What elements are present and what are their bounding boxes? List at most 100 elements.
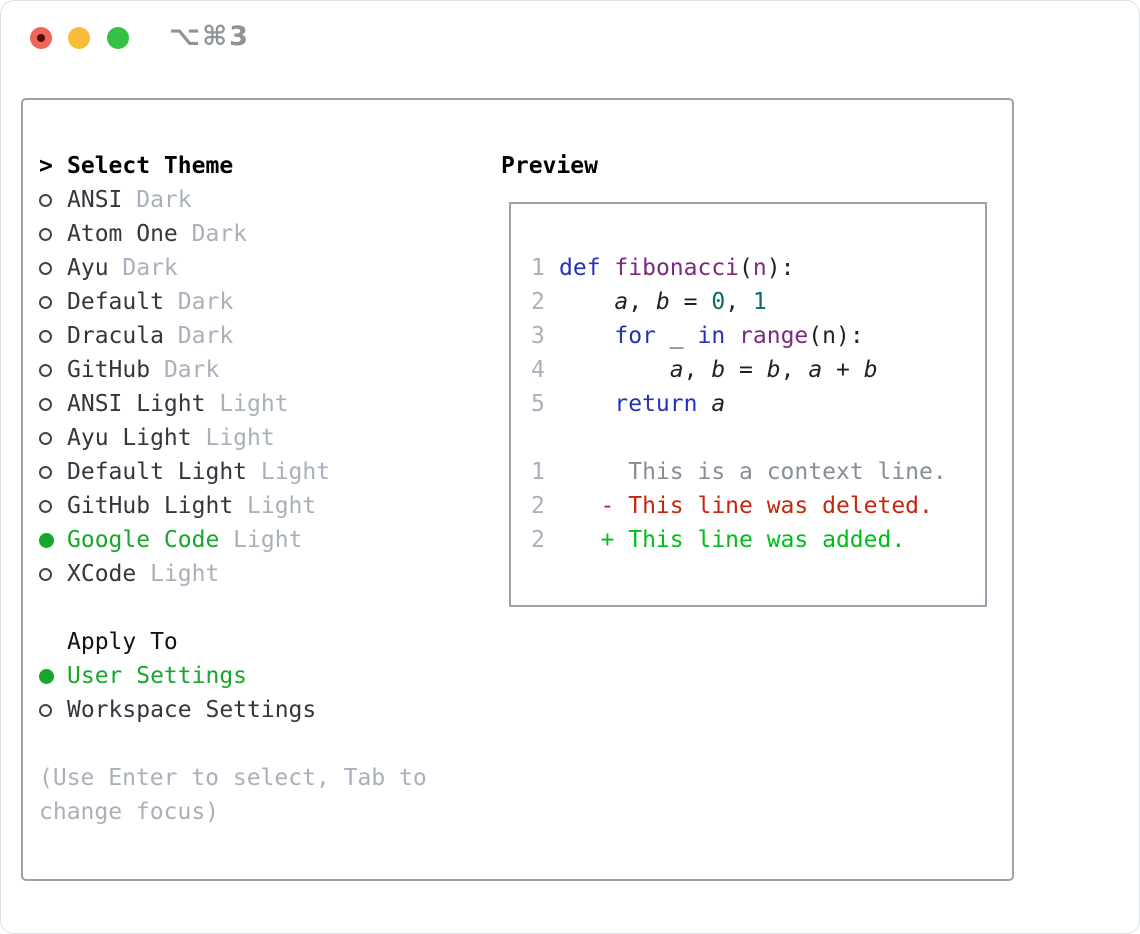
spacer (39, 591, 427, 625)
option-variant-label: Dark (163, 323, 234, 349)
preview-title: Preview (501, 153, 598, 179)
apply-to-option[interactable]: User Settings (39, 659, 427, 693)
option-label: Default (67, 289, 164, 315)
token-pl: = (725, 357, 767, 383)
line-number: 2 (531, 527, 545, 553)
minimize-button-icon[interactable] (68, 27, 90, 49)
option-label: ANSI (67, 187, 123, 213)
theme-option[interactable]: GitHub Light Light (39, 489, 427, 523)
token-pl: , (683, 357, 712, 383)
theme-option[interactable]: Ayu Dark (39, 251, 427, 285)
apply-to-title: Apply To (67, 629, 178, 655)
code-line: 2 a, b = 0, 1 (531, 285, 985, 319)
radio-unselected-icon (39, 193, 52, 207)
theme-option[interactable]: GitHub Dark (39, 353, 427, 387)
diff-line: 2 + This line was added. (531, 523, 985, 557)
theme-option[interactable]: Dracula Dark (39, 319, 427, 353)
radio-unselected-icon (39, 703, 52, 717)
option-label: GitHub (67, 357, 151, 383)
token-var: a (808, 357, 823, 383)
code-line: 5 return a (531, 387, 985, 421)
token-pl (601, 255, 615, 281)
token-var: a (669, 357, 684, 383)
token-fn: range (739, 323, 809, 349)
token-pl: (n): (808, 323, 864, 349)
token-var: a (711, 391, 726, 417)
token-pl: = (669, 289, 712, 315)
token-var: b (766, 357, 781, 383)
token-pl: ): (766, 255, 795, 281)
line-number: 1 (531, 255, 545, 281)
token-del: - This line was deleted. (559, 493, 933, 519)
radio-unselected-icon (39, 295, 52, 309)
theme-option[interactable]: Default Dark (39, 285, 427, 319)
token-pl (725, 323, 739, 349)
theme-option[interactable]: ANSI Dark (39, 183, 427, 217)
radio-unselected-icon (39, 227, 52, 241)
token-pl (559, 391, 614, 417)
token-var: b (711, 357, 726, 383)
token-ctx: This is a context line. (559, 459, 947, 485)
token-pl: , (725, 289, 753, 315)
option-label: Workspace Settings (67, 697, 317, 723)
option-variant-label: Dark (108, 255, 178, 281)
token-pl (697, 391, 711, 417)
option-variant-label: Dark (177, 221, 248, 247)
option-variant-label: Dark (150, 357, 220, 383)
radio-unselected-icon (39, 329, 52, 343)
radio-unselected-icon (39, 363, 52, 377)
token-pl (559, 289, 614, 315)
theme-option[interactable]: Google Code Light (39, 523, 427, 557)
option-variant-label: Light (136, 561, 220, 587)
radio-unselected-icon (39, 499, 52, 513)
option-variant-label: Light (191, 425, 275, 451)
select-theme-header: > Select Theme (39, 149, 427, 183)
theme-option[interactable]: Default Light Light (39, 455, 427, 489)
help-text-line-2: change focus) (39, 799, 220, 825)
option-label: Dracula (67, 323, 164, 349)
help-text-line-1: (Use Enter to select, Tab to (39, 765, 427, 791)
option-label: GitHub Light (67, 493, 234, 519)
apply-to-option[interactable]: Workspace Settings (39, 693, 427, 727)
option-variant-label: Light (219, 527, 303, 553)
line-number: 4 (531, 357, 545, 383)
token-var: a (614, 289, 629, 315)
theme-option[interactable]: Atom One Dark (39, 217, 427, 251)
radio-unselected-icon (39, 567, 52, 581)
option-label: Ayu Light (67, 425, 192, 451)
token-fn: fibonacci (614, 255, 740, 281)
radio-unselected-icon (39, 431, 52, 445)
option-variant-label: Light (247, 459, 331, 485)
theme-option[interactable]: XCode Light (39, 557, 427, 591)
option-label: Ayu (67, 255, 109, 281)
option-label: ANSI Light (67, 391, 206, 417)
token-var: b (655, 289, 670, 315)
option-label: User Settings (67, 663, 248, 689)
radio-unselected-icon (39, 397, 52, 411)
line-number: 5 (531, 391, 545, 417)
token-kw: return (614, 391, 698, 417)
option-variant-label: Light (205, 391, 289, 417)
select-theme-title: Select Theme (67, 153, 234, 179)
close-button-icon[interactable] (30, 27, 52, 49)
token-pl (559, 357, 670, 383)
zoom-button-icon[interactable] (107, 27, 129, 49)
cursor-caret-icon: > (39, 153, 53, 179)
window-title: ⌥⌘3 (169, 21, 250, 52)
diff-line: 2 - This line was deleted. (531, 489, 985, 523)
theme-option[interactable]: Ayu Light Light (39, 421, 427, 455)
theme-option[interactable]: ANSI Light Light (39, 387, 427, 421)
token-kw: in (697, 323, 726, 349)
radio-unselected-icon (39, 465, 52, 479)
title-bar: ⌥⌘3 (1, 1, 1139, 73)
option-label: XCode (67, 561, 137, 587)
apply-to-header: Apply To (39, 625, 427, 659)
diff-preview: 1 This is a context line.2 - This line w… (531, 455, 985, 557)
